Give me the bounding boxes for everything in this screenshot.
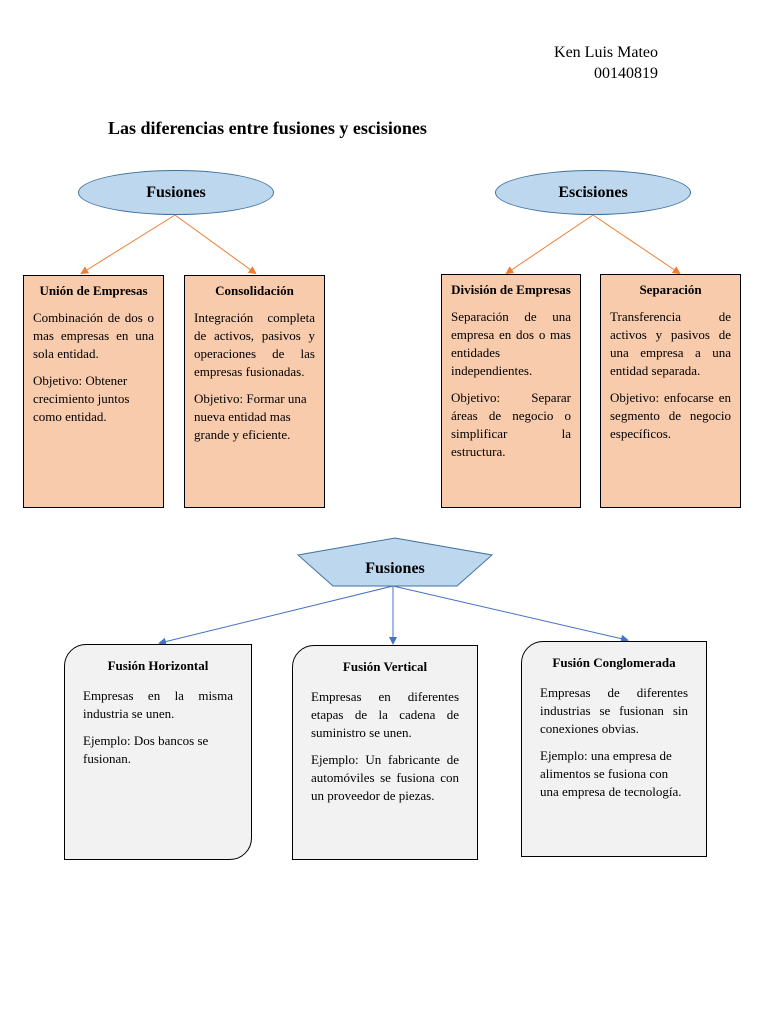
box-description: Integración completa de activos, pasivos… <box>194 310 315 379</box>
page-title: Las diferencias entre fusiones y escisio… <box>108 118 427 138</box>
box-objective: Objetivo: Obtener crecimiento juntos com… <box>33 373 130 424</box>
box-fusion-conglomerada: Fusión Conglomerada Empresas de diferent… <box>521 641 707 857</box>
box-description: Empresas en diferentes etapas de la cade… <box>311 689 459 740</box>
box-description: Empresas de diferentes industrias se fus… <box>540 685 688 736</box>
box-title: Consolidación <box>215 283 294 298</box>
connector-escisiones-division <box>505 214 594 275</box>
fusiones-pentagon-label: Fusiones <box>365 560 425 577</box>
box-title: Fusión Horizontal <box>107 658 209 673</box>
box-description: Transferencia de activos y pasivos de un… <box>610 309 731 378</box>
connector-escisiones-separacion <box>592 214 681 275</box>
box-consolidacion: Consolidación Integración completa de ac… <box>184 275 325 508</box>
box-separacion: Separación Transferencia de activos y pa… <box>600 274 741 508</box>
box-union-empresas: Unión de Empresas Combinación de dos o m… <box>23 275 164 508</box>
box-title: División de Empresas <box>451 282 571 297</box>
box-example: Ejemplo: Dos bancos se fusionan. <box>83 733 209 766</box>
escisiones-ellipse: Escisiones <box>495 170 691 215</box>
author-name: Ken Luis Mateo <box>554 44 658 61</box>
box-example: Ejemplo: Un fabricante de automóviles se… <box>311 752 459 803</box>
box-objective: Objetivo: enfocarse en segmento de negoc… <box>610 390 731 441</box>
box-title: Unión de Empresas <box>39 283 148 298</box>
fusiones-pentagon: Fusiones <box>298 552 492 586</box>
fusiones-ellipse-label: Fusiones <box>146 183 206 201</box>
fusiones-ellipse: Fusiones <box>78 170 274 215</box>
box-description: Separación de una empresa en dos o mas e… <box>451 309 571 378</box>
connector-fusiones-conglomerada <box>392 585 629 643</box>
box-title: Fusión Conglomerada <box>552 655 676 670</box>
box-division-empresas: División de Empresas Separación de una e… <box>441 274 581 508</box>
box-objective: Objetivo: Formar una nueva entidad mas g… <box>194 391 307 442</box>
author-block: Ken Luis Mateo 00140819 <box>520 42 658 84</box>
connector-fusiones-consolidacion <box>174 214 257 275</box>
box-description: Combinación de dos o mas empresas en una… <box>33 310 154 361</box>
box-title: Separación <box>639 282 702 297</box>
author-id: 00140819 <box>594 65 658 82</box>
escisiones-ellipse-label: Escisiones <box>558 183 628 201</box>
box-example: Ejemplo: una empresa de alimentos se fus… <box>540 748 682 799</box>
box-fusion-vertical: Fusión Vertical Empresas en diferentes e… <box>292 645 478 860</box>
box-description: Empresas en la misma industria se unen. <box>83 688 233 721</box>
box-fusion-horizontal: Fusión Horizontal Empresas en la misma i… <box>64 644 252 860</box>
box-objective: Objetivo: Separar áreas de negocio o sim… <box>451 390 571 459</box>
connector-fusiones-horizontal <box>158 585 394 646</box>
box-title: Fusión Vertical <box>342 659 428 674</box>
fusiones-pentagon-shape <box>296 537 494 587</box>
connector-fusiones-union <box>80 214 176 275</box>
